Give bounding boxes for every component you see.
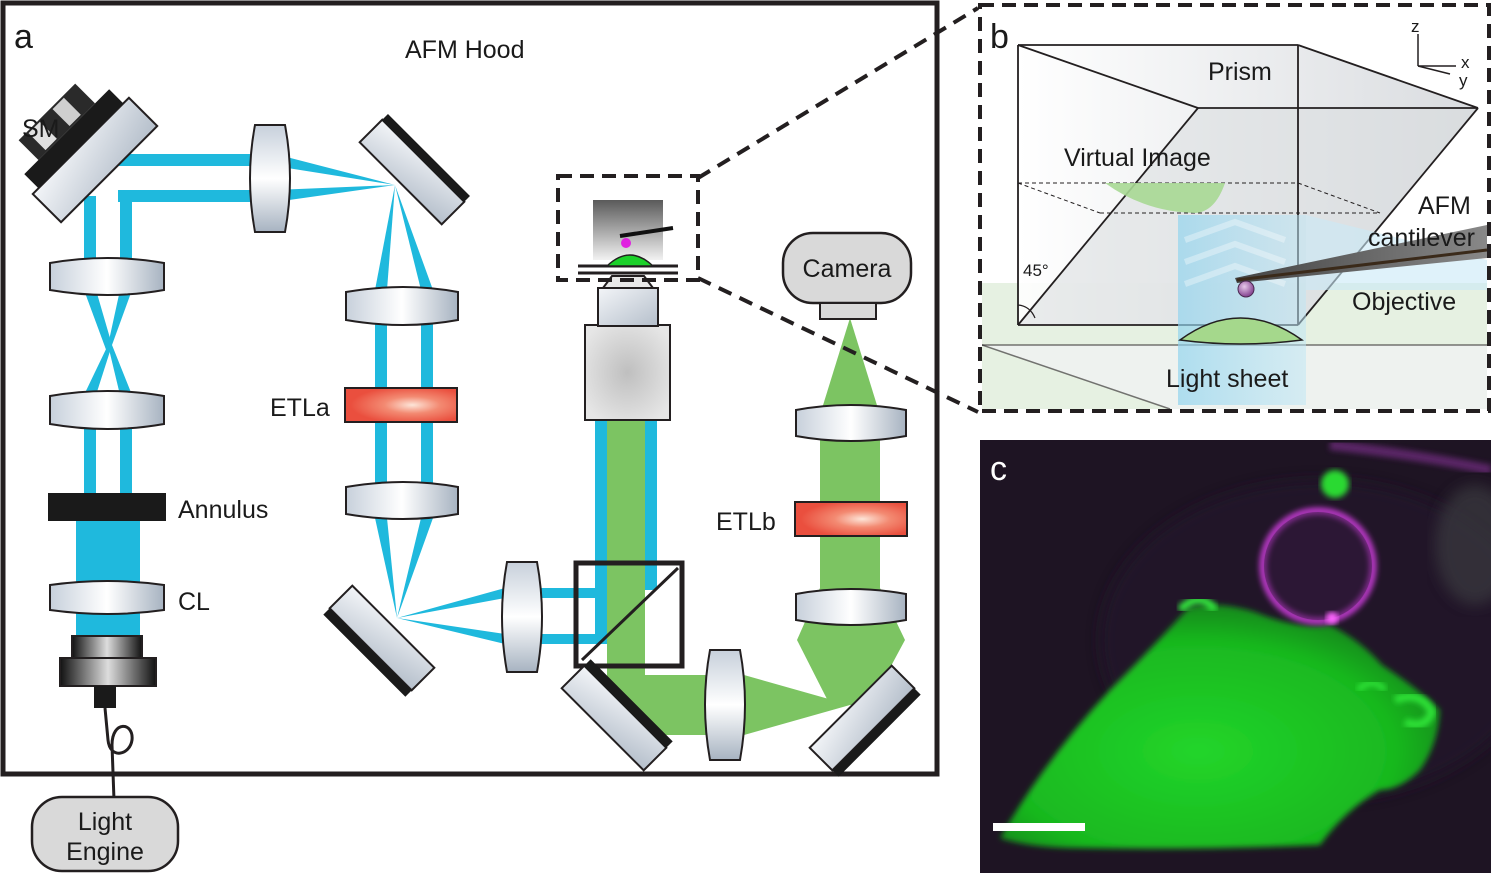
angle-label: 45°: [1023, 261, 1049, 280]
scale-bar: [993, 823, 1085, 831]
panel-b-label: b: [990, 18, 1009, 56]
lens-middle-1: [345, 286, 459, 326]
lens-before-splitter: [501, 561, 543, 673]
sample-inset: [556, 174, 700, 282]
axis-x-label: x: [1461, 53, 1470, 72]
etla-lens: [344, 387, 458, 423]
axis-y-label: y: [1459, 71, 1468, 90]
light-engine-label-2: Engine: [66, 838, 144, 866]
etla-label: ETLa: [270, 394, 330, 422]
optical-fiber: [103, 707, 134, 801]
lens-right-2: [795, 588, 907, 626]
afm-label: AFM: [1418, 192, 1471, 220]
etlb-lens: [794, 501, 908, 537]
scanning-mirror: [18, 83, 159, 224]
beamsplitter-cube: [573, 560, 685, 669]
panel-b: z x y b Prism Virtual Image AFM cantilev…: [978, 3, 1491, 413]
panel-c-micrograph: c: [980, 440, 1491, 873]
afm-hood-label: AFM Hood: [405, 36, 524, 64]
lens-right-1: [795, 404, 907, 442]
light-engine: Light Engine: [30, 795, 180, 873]
light-engine-label-1: Light: [78, 808, 132, 836]
mirror-bottom-middle: [323, 584, 436, 697]
fiber-coupler: [59, 635, 157, 708]
mirror-bottom-splitter: [560, 659, 673, 772]
axis-z-label: z: [1411, 17, 1420, 36]
virtual-image-label: Virtual Image: [1064, 144, 1211, 172]
panel-a-label: a: [14, 18, 33, 56]
cantilever-label: cantilever: [1368, 224, 1475, 252]
lens-top: [249, 124, 291, 233]
lens-left-2: [49, 390, 165, 430]
etlb-label: ETLb: [716, 508, 776, 536]
lens-green-horizontal: [704, 649, 746, 761]
light-sheet-label: Light sheet: [1166, 365, 1288, 393]
prism-label: Prism: [1208, 58, 1272, 86]
mirror-top-middle: [358, 114, 470, 226]
zoom-connectors: [696, 6, 980, 414]
annulus-label: Annulus: [178, 496, 268, 524]
mirror-bottom-right: [808, 664, 921, 777]
cl-label: CL: [178, 588, 210, 616]
axes-triad: [1417, 34, 1456, 75]
lens-left-1: [49, 257, 165, 296]
objective-label: Objective: [1352, 288, 1456, 316]
panel-c-label: c: [990, 450, 1007, 488]
sm-label: SM: [22, 115, 60, 143]
panel-a: Light Engine: [0, 0, 940, 873]
blue-beam-path: [76, 154, 657, 644]
afm-hood-frame: [0, 0, 940, 777]
camera-label: Camera: [803, 255, 892, 283]
lens-middle-2: [345, 481, 459, 520]
objective-body: [584, 275, 671, 421]
annulus-block: [48, 493, 166, 521]
camera: Camera: [781, 231, 913, 320]
cylindrical-lens: [49, 580, 165, 615]
